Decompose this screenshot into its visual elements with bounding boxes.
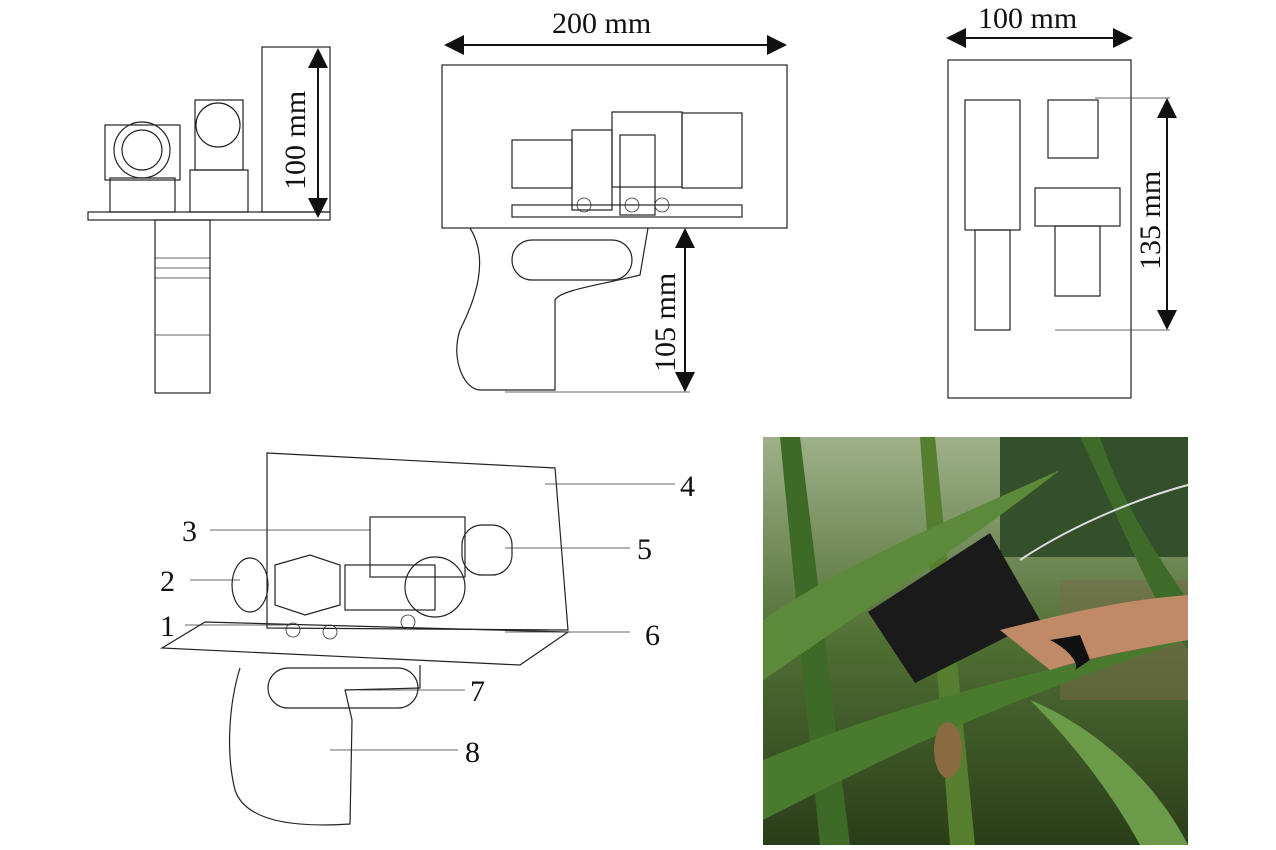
top-view: 100 mm 135 mm xyxy=(946,2,1177,399)
callout-8: 8 xyxy=(465,736,480,769)
front-view: 200 mm 105 mm xyxy=(441,7,788,393)
side-height-label: 100 mm xyxy=(279,91,312,190)
top-width-label: 100 mm xyxy=(978,2,1077,35)
callouts: 1 2 3 4 5 6 7 8 xyxy=(160,470,695,769)
callout-2: 2 xyxy=(160,565,175,598)
callout-6: 6 xyxy=(645,619,660,652)
field-photo xyxy=(763,437,1189,845)
callout-3: 3 xyxy=(182,515,197,548)
side-view: 100 mm xyxy=(87,46,331,394)
front-width-label: 200 mm xyxy=(552,7,651,40)
device-in-photo xyxy=(868,533,1040,683)
callout-4: 4 xyxy=(680,470,695,503)
callout-7: 7 xyxy=(470,675,485,708)
grip-height-label: 105 mm xyxy=(649,273,682,372)
callout-1: 1 xyxy=(160,610,175,643)
isometric-view xyxy=(160,452,570,826)
top-length-label: 135 mm xyxy=(1134,171,1167,270)
callout-5: 5 xyxy=(637,533,652,566)
